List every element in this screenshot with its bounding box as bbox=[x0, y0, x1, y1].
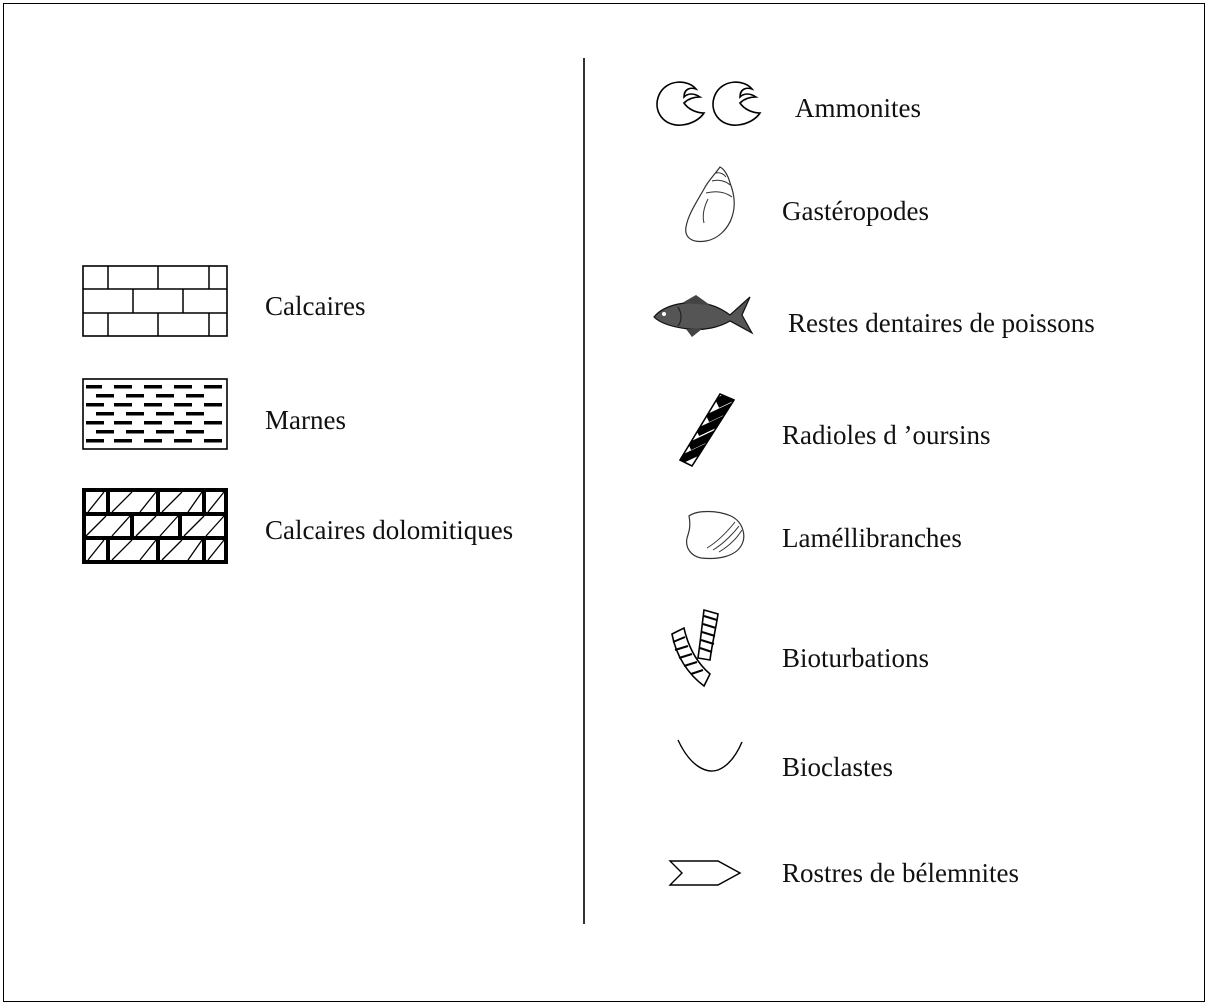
limestone-pattern-icon bbox=[82, 265, 228, 337]
bivalve-icon bbox=[686, 510, 745, 560]
legend-label-radioles: Radioles d ’oursins bbox=[782, 420, 991, 450]
legend-label-bioturbations: Bioturbations bbox=[782, 643, 929, 673]
ammonite-icon bbox=[656, 81, 762, 126]
legend-label-marnes: Marnes bbox=[265, 405, 346, 435]
sea-urchin-spine-icon bbox=[678, 392, 736, 468]
legend-label-calcaires: Calcaires bbox=[265, 291, 366, 321]
column-divider bbox=[583, 58, 585, 924]
bioturbation-icon bbox=[671, 608, 719, 688]
bioclast-icon bbox=[677, 739, 743, 772]
dolomitic-limestone-pattern-icon bbox=[82, 488, 228, 564]
marl-pattern-icon bbox=[82, 378, 228, 450]
fish-icon bbox=[653, 295, 754, 337]
legend-label-belemnites: Rostres de bélemnites bbox=[782, 858, 1019, 888]
legend-label-gasteropodes: Gastéropodes bbox=[782, 196, 929, 226]
legend-label-bioclastes: Bioclastes bbox=[782, 752, 893, 782]
legend-label-ammonites: Ammonites bbox=[795, 93, 921, 123]
legend-label-poissons: Restes dentaires de poissons bbox=[788, 308, 1095, 338]
gastropod-icon bbox=[685, 166, 735, 243]
belemnite-rostrum-icon bbox=[668, 860, 742, 886]
legend-label-lamellibranches: Laméllibranches bbox=[782, 523, 962, 553]
legend-frame bbox=[3, 3, 1205, 1002]
legend-label-calcaires-dolomitiques: Calcaires dolomitiques bbox=[265, 515, 514, 545]
